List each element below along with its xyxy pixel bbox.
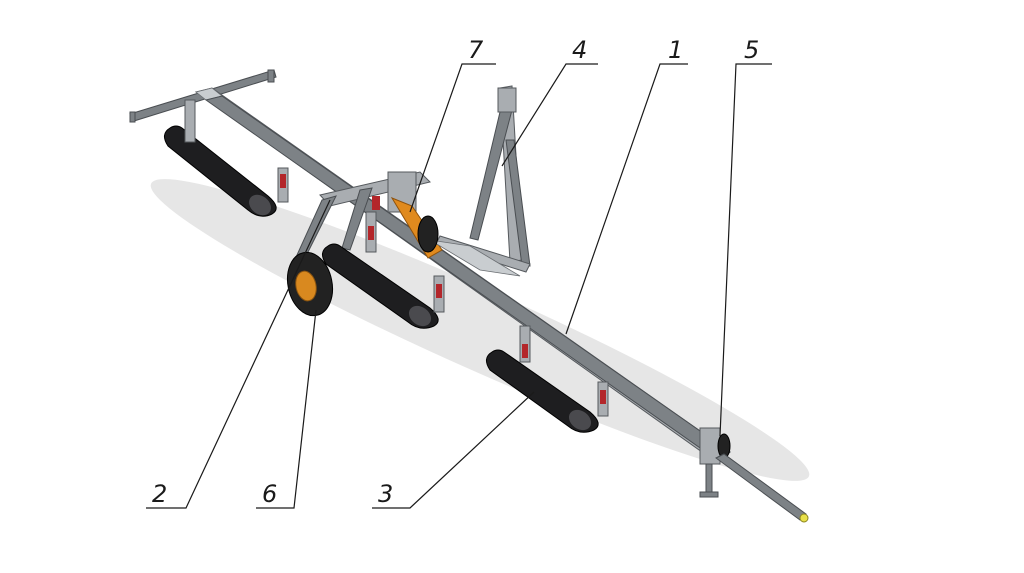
callout-7: 7 [468, 36, 484, 64]
callout-5: 5 [744, 36, 759, 64]
callout-6: 6 [262, 480, 277, 508]
main-beam [194, 87, 731, 463]
leader-1 [565, 63, 688, 335]
leader-6 [256, 309, 317, 509]
callout-labels: 7 4 1 5 2 6 3 [152, 36, 759, 508]
callout-3: 3 [378, 480, 393, 508]
roller-rear [164, 99, 289, 217]
callout-1: 1 [668, 36, 683, 64]
callout-2: 2 [152, 480, 167, 508]
roller-front [486, 325, 609, 433]
leader-5 [719, 63, 772, 437]
leader-lines [146, 63, 772, 509]
leader-7 [409, 63, 496, 213]
callout-4: 4 [572, 36, 587, 64]
roller-middle [322, 211, 445, 329]
leader-2 [146, 199, 331, 509]
leader-3 [372, 391, 535, 509]
leader-4 [501, 63, 598, 167]
center-frame [291, 171, 431, 269]
drawbar [699, 427, 809, 523]
hitch-tower [429, 85, 531, 277]
